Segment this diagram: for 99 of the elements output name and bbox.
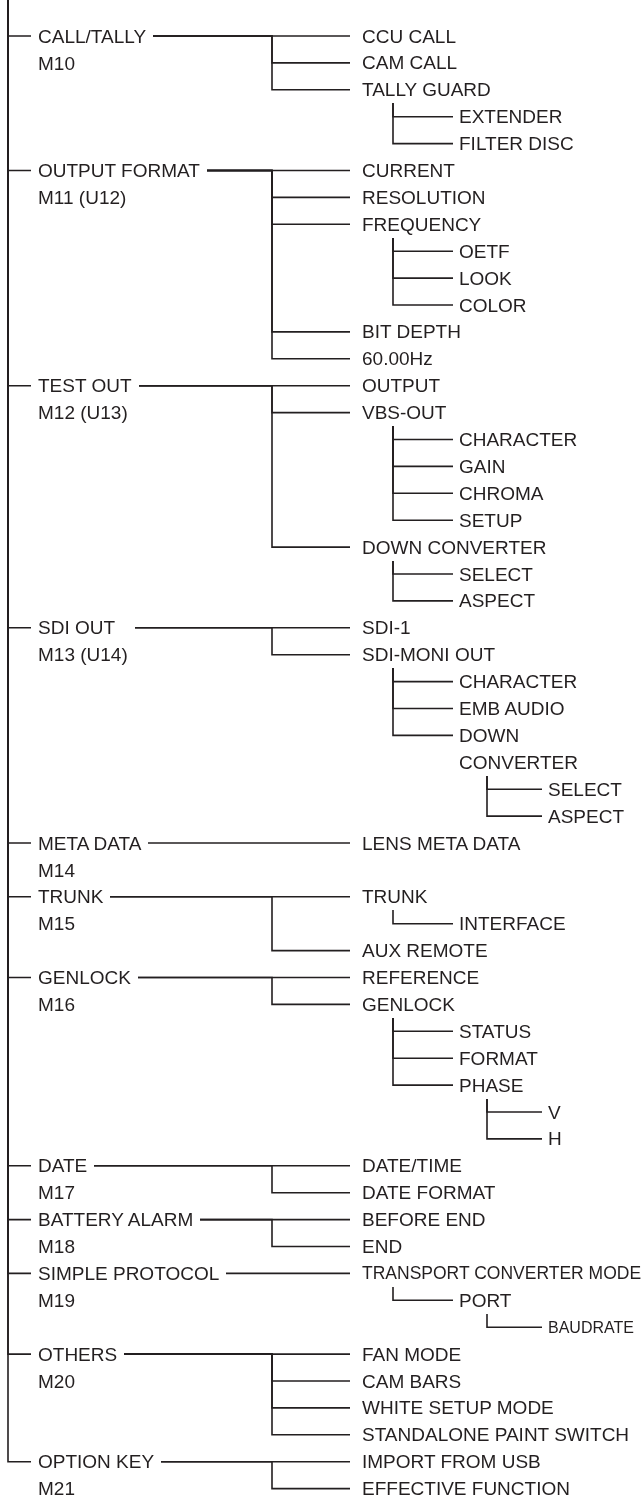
menu-item-label: FAN MODE — [362, 1342, 462, 1367]
connector-line — [225, 1272, 351, 1275]
menu-item-label: LENS META DATA — [362, 831, 521, 856]
connector-line — [392, 102, 454, 145]
connector-line — [392, 425, 454, 521]
menu-item-label: TEST OUT — [38, 374, 132, 399]
menu-item-label: LOOK — [459, 266, 512, 291]
menu-code-label: M13 (U14) — [38, 643, 128, 668]
menu-item-label: TALLY GUARD — [362, 78, 491, 103]
menu-item-label: END — [362, 1235, 403, 1259]
menu-item-label: TRANSPORT CONVERTER MODE — [362, 1261, 642, 1285]
connector-line — [486, 1098, 543, 1140]
menu-item-label: BATTERY ALARM — [38, 1208, 194, 1233]
menu-code-label: M10 — [38, 51, 76, 76]
connector-line — [486, 775, 543, 817]
menu-item-label: OPTION KEY — [38, 1450, 155, 1475]
connector-line — [392, 909, 454, 925]
connector-line — [199, 1218, 351, 1248]
menu-item-label: GENLOCK — [38, 966, 131, 990]
menu-item-label: BAUDRATE — [548, 1317, 634, 1338]
menu-code-label: M15 — [38, 912, 76, 937]
connector-line — [138, 384, 351, 548]
menu-item-label: FREQUENCY — [362, 212, 482, 237]
menu-item-label: FORMAT — [459, 1046, 538, 1071]
menu-item-label: 60.00Hz — [362, 347, 433, 372]
menu-item-label: PORT — [459, 1288, 512, 1313]
connector-line — [160, 1460, 351, 1490]
menu-item-label: GAIN — [459, 454, 506, 479]
menu-item-label: CAM CALL — [362, 51, 458, 76]
menu-item-label: CURRENT — [362, 159, 455, 183]
menu-item-label: REFERENCE — [362, 966, 480, 990]
menu-item-label: SDI OUT — [38, 616, 117, 641]
menu-item-label: STANDALONE PAINT SWITCH — [362, 1423, 630, 1448]
menu-item-label: TRUNK — [362, 885, 428, 910]
connector-line — [392, 1286, 454, 1302]
menu-item-label: DATE — [38, 1154, 88, 1179]
menu-item-label: BEFORE END — [362, 1208, 486, 1233]
connector-line — [152, 35, 351, 91]
menu-item-label: SELECT — [548, 777, 622, 802]
connector-line — [392, 667, 454, 737]
menu-item-label: DATE/TIME — [362, 1154, 462, 1179]
menu-item-label: CAM BARS — [362, 1369, 462, 1394]
menu-item-label: CHROMA — [459, 481, 544, 506]
menu-item-label: RESOLUTION — [362, 185, 486, 210]
menu-item-label: H — [548, 1127, 562, 1152]
connector-line — [134, 627, 351, 656]
menu-item-label: CHARACTER — [459, 428, 578, 452]
menu-item-label: CHARACTER — [459, 670, 578, 695]
menu-item-label: PHASE — [459, 1073, 524, 1098]
menu-item-label: CALL/TALLY — [38, 24, 147, 49]
menu-item-label: TRUNK — [38, 885, 104, 910]
menu-item-label: SELECT — [459, 562, 533, 587]
menu-item-label: IMPORT FROM USB — [362, 1450, 541, 1475]
menu-code-label: M16 — [38, 993, 76, 1017]
connector-line — [137, 976, 351, 1006]
menu-item-label: OUTPUT — [362, 374, 441, 399]
menu-item-label: EXTENDER — [459, 105, 563, 130]
menu-item-label: OTHERS — [38, 1342, 118, 1367]
connector-line — [392, 560, 454, 602]
menu-item-label: ASPECT — [459, 589, 536, 614]
menu-item-label: EMB AUDIO — [459, 697, 565, 721]
menu-item-label: V — [548, 1100, 561, 1125]
connector-line — [392, 1017, 454, 1086]
menu-item-label: GENLOCK — [362, 992, 455, 1017]
menu-item-label: SDI-MONI OUT — [362, 643, 495, 668]
menu-code-label: M17 — [38, 1181, 76, 1206]
menu-item-label: META DATA — [38, 831, 142, 856]
menu-code-label: M18 — [38, 1235, 76, 1260]
menu-item-label: INTERFACE — [459, 912, 566, 937]
connector-line — [486, 1313, 543, 1328]
menu-code-label: M20 — [38, 1369, 76, 1394]
connector-line — [123, 1353, 351, 1436]
menu-item-label: EFFECTIVE FUNCTION — [362, 1477, 570, 1496]
menu-item-label: OUTPUT FORMAT — [38, 159, 200, 183]
menu-item-label: AUX REMOTE — [362, 939, 488, 964]
menu-item-label: CCU CALL — [362, 24, 456, 49]
menu-item-label: SDI-1 — [362, 616, 411, 641]
menu-code-label: M12 (U13) — [38, 401, 129, 426]
menu-item-label: STATUS — [459, 1019, 532, 1044]
menu-code-label: M14 — [38, 858, 76, 883]
menu-item-label: VBS-OUT — [362, 401, 447, 426]
menu-item-label: SETUP — [459, 508, 523, 533]
menu-item-label: DOWN CONVERTER — [362, 535, 547, 560]
menu-item-label: BIT DEPTH — [362, 320, 461, 345]
connector-line — [147, 842, 351, 844]
menu-item-label: DATE FORMAT — [362, 1181, 496, 1206]
menu-item-label: OETF — [459, 239, 510, 264]
connector-line — [392, 237, 454, 306]
connector-line — [109, 896, 351, 952]
menu-item-label: DOWN CONVERTER — [459, 723, 578, 775]
menu-item-label: FILTER DISC — [459, 132, 574, 157]
menu-code-label: M11 (U12) — [38, 186, 128, 210]
connector-line — [93, 1165, 351, 1194]
menu-code-label: M19 — [38, 1288, 76, 1313]
menu-code-label: M21 — [38, 1477, 76, 1496]
menu-item-label: ASPECT — [548, 804, 625, 829]
menu-item-label: COLOR — [459, 293, 527, 318]
menu-item-label: WHITE SETUP MODE — [362, 1396, 554, 1421]
menu-item-label: SIMPLE PROTOCOL — [38, 1261, 220, 1286]
